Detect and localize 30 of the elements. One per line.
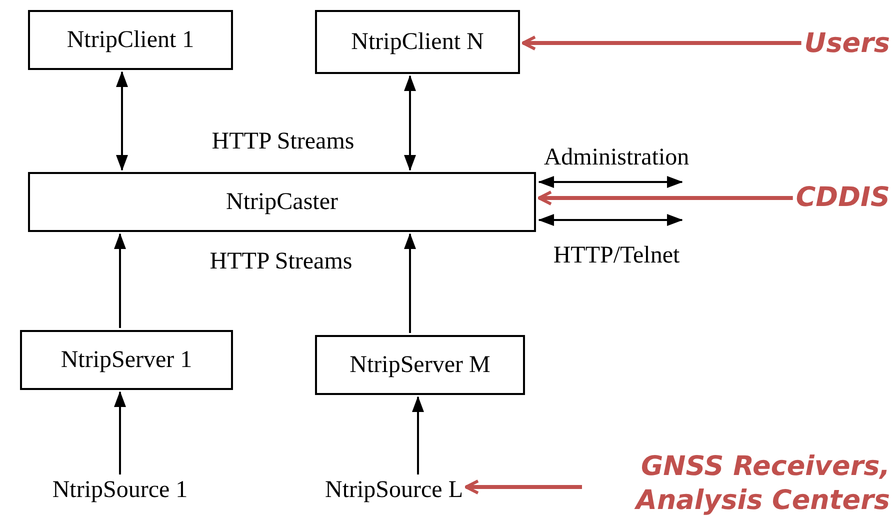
node-label: NtripServer 1 [60,346,192,374]
process-box [315,335,525,395]
annotation-text: Users [804,27,890,61]
arrow [522,36,802,50]
process-box [28,172,536,232]
edge-label: Administration [544,144,690,172]
arrow [114,233,126,328]
arrow [538,190,793,206]
arrow [404,233,416,333]
connector-label: HTTP Streams [212,128,354,156]
arrow [114,391,126,474]
annotation-text: CDDIS [796,181,890,215]
node-label: NtripServer M [350,352,490,378]
edge-label: HTTP/Telnet [553,242,680,270]
arrow [412,396,424,474]
annotation-text: GNSS Receivers, Analysis Centers [633,450,890,518]
arrow [538,214,683,226]
process-box [315,10,520,74]
arrow [538,176,683,188]
node-label: NtripClient 1 [66,26,194,54]
node-label: NtripSource 1 [52,476,188,504]
arrow [404,75,416,171]
process-box [28,10,233,70]
arrow [116,71,128,171]
arrow [464,480,582,494]
node-label: NtripCaster [226,188,338,216]
node-label: NtripSource L [325,476,463,504]
node-label: NtripClient N [351,28,484,56]
process-box [20,330,233,390]
connector-label: HTTP Streams [210,248,352,276]
